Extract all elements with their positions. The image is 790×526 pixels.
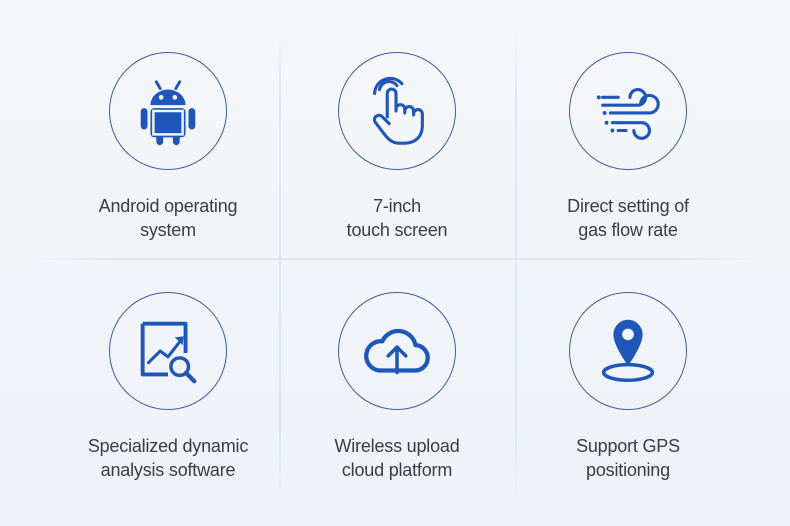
feature-gps: Support GPS positioning	[510, 292, 746, 522]
feature-label: 7-inch touch screen	[346, 196, 448, 240]
icon-circle	[569, 292, 687, 410]
feature-gas-flow: Direct setting of gas flow rate	[510, 52, 746, 282]
android-icon	[140, 80, 196, 146]
chart-analysis-icon	[140, 321, 197, 384]
feature-label: Support GPS positioning	[576, 436, 680, 480]
feature-cloud-upload: Wireless upload cloud platform	[279, 292, 515, 522]
icon-circle	[109, 292, 227, 410]
vertical-divider-left	[279, 30, 281, 500]
horizontal-divider	[28, 258, 762, 260]
feature-label: Specialized dynamic analysis software	[87, 436, 249, 480]
touch-hand-icon	[372, 76, 424, 145]
icon-circle	[569, 52, 687, 170]
icon-circle	[338, 52, 456, 170]
icon-circle	[338, 292, 456, 410]
cloud-upload-icon	[364, 328, 430, 375]
feature-label: Wireless upload cloud platform	[334, 436, 460, 480]
location-pin-icon	[601, 319, 655, 383]
wind-flow-icon	[596, 88, 660, 140]
feature-android: Android operating system	[50, 52, 286, 282]
feature-label: Android operating system	[98, 196, 238, 240]
vertical-divider-right	[515, 30, 517, 500]
feature-analysis-software: Specialized dynamic analysis software	[50, 292, 286, 522]
feature-touch-screen: 7-inch touch screen	[279, 52, 515, 282]
icon-circle	[109, 52, 227, 170]
feature-label: Direct setting of gas flow rate	[567, 196, 689, 240]
